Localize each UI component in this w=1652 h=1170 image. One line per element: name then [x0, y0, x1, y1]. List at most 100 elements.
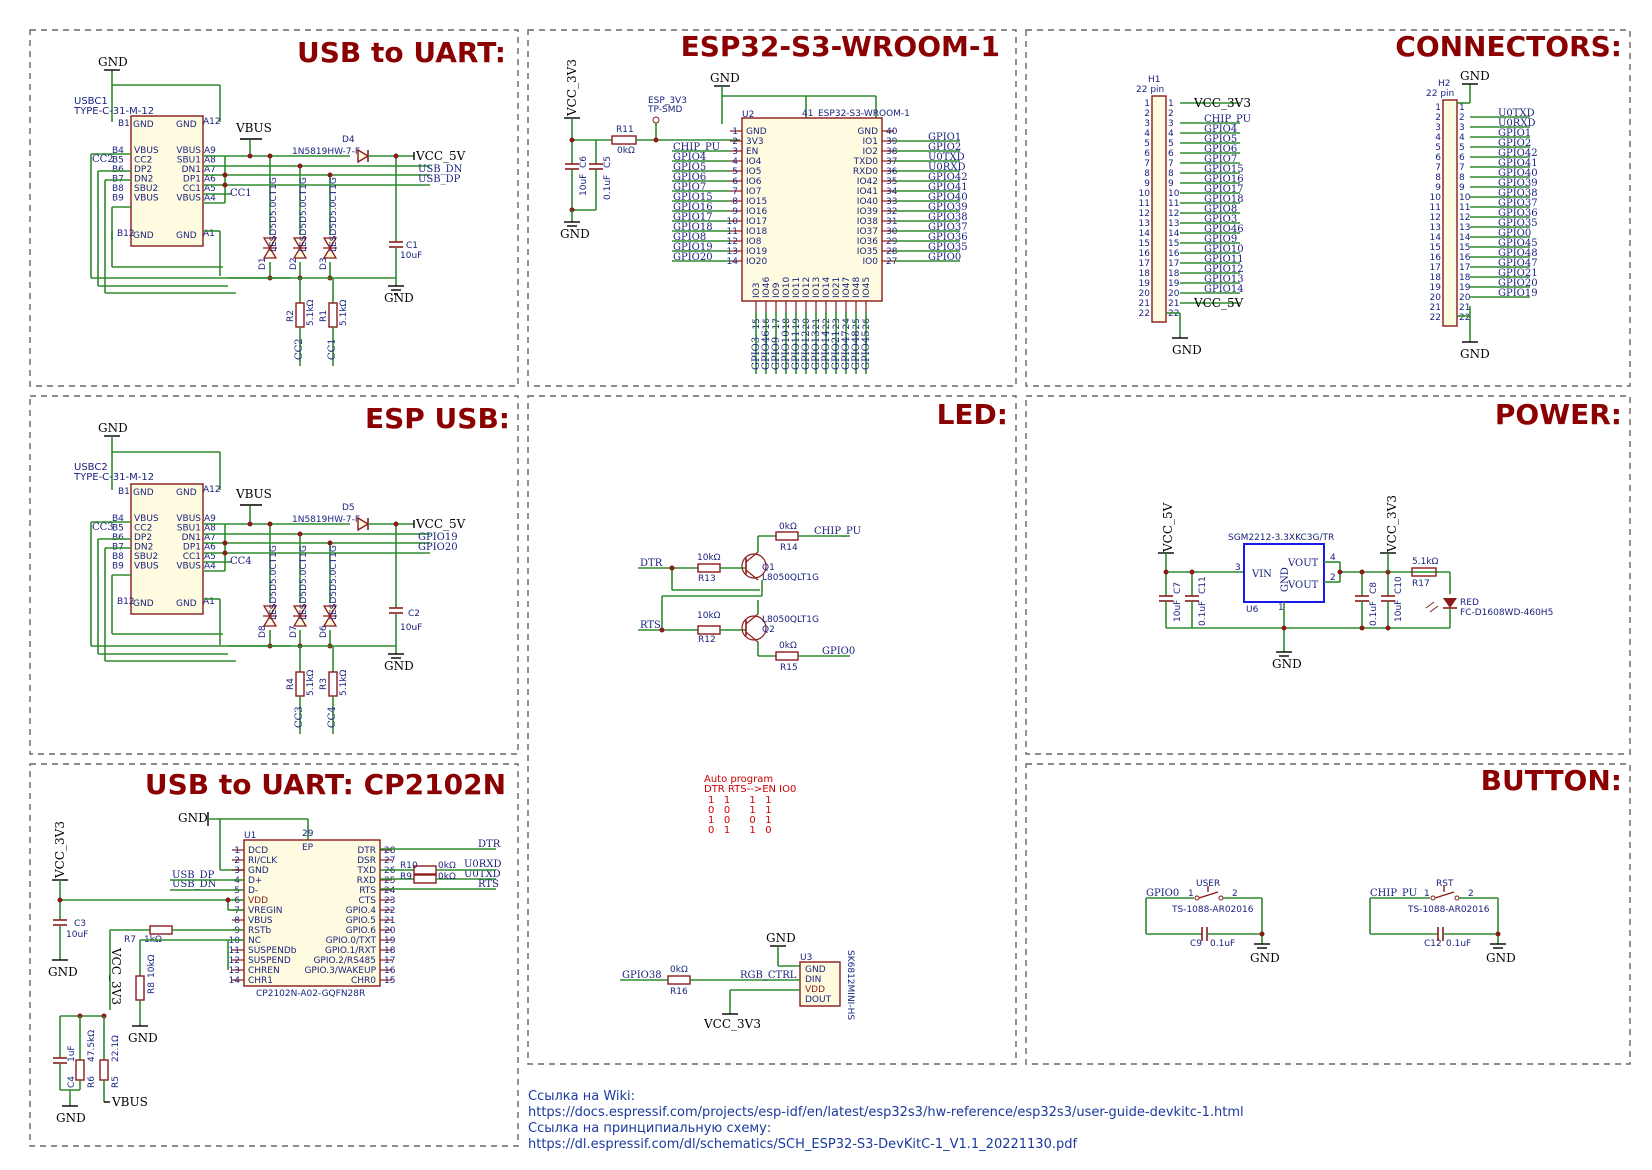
pin-label: VBUS: [176, 562, 201, 572]
svg-text:R15: R15: [780, 663, 798, 673]
svg-text:1: 1: [1424, 889, 1430, 899]
svg-text:R6: R6: [87, 1076, 97, 1088]
pin-label: 4: [234, 876, 240, 886]
pin-label: GPIO46: [761, 330, 772, 370]
pin-label: GPIO.3/WAKEUP: [304, 966, 376, 976]
svg-text:U3: U3: [800, 953, 812, 963]
pin-label: 19: [1139, 279, 1151, 289]
pin-label: 11: [1459, 203, 1470, 213]
pin-label: GPIO21: [1498, 268, 1538, 279]
pin-label: IO19: [746, 247, 767, 257]
pin-label: 10: [1430, 193, 1442, 203]
pin-label: GPIO41: [1498, 158, 1538, 169]
svg-text:D1: D1: [258, 257, 268, 270]
pin-label: GPIO12: [1204, 264, 1244, 275]
pin-label: 2: [234, 856, 240, 866]
gnd-label: GND: [98, 55, 128, 69]
svg-text:GND: GND: [133, 599, 154, 609]
pin-label: IO3: [752, 283, 762, 298]
pin-label: IO15: [746, 197, 767, 207]
svg-text:R14: R14: [780, 543, 798, 553]
pin-label: GPIO36: [1498, 208, 1538, 219]
pin-label: GPIO18: [1204, 194, 1244, 205]
pin-label: U0TXD: [1498, 108, 1535, 119]
svg-text:1uF: 1uF: [67, 1045, 77, 1062]
pin-label: VDD: [248, 896, 268, 906]
pin-label: 28: [886, 247, 898, 257]
esp32-bottom-pins: IO315GPIO3IO4616GPIO46IO917GPIO9IO1018GP…: [751, 277, 872, 374]
wiki-link[interactable]: https://docs.espressif.com/projects/esp-…: [528, 1105, 1244, 1120]
svg-text:ESP32-S3-WROOM-1: ESP32-S3-WROOM-1: [818, 109, 910, 119]
pin-label: 32: [886, 207, 897, 217]
pin-label: RSTb: [248, 926, 271, 936]
pin-label: 16: [384, 966, 396, 976]
pin-label: GPIO0: [928, 252, 961, 263]
svg-text:GND: GND: [178, 811, 208, 825]
svg-text:LESD5D5.0CT1G: LESD5D5.0CT1G: [269, 545, 279, 620]
pin-label: GPIO7: [673, 182, 706, 193]
pin-label: GPIO.4: [346, 906, 377, 916]
pin-label: GPIO46: [1204, 224, 1244, 235]
pin-label: 8: [234, 916, 240, 926]
pin-label: 26: [862, 318, 872, 330]
svg-text:5.1kΩ: 5.1kΩ: [1412, 557, 1439, 567]
pin-label: IO9: [772, 282, 782, 298]
svg-text:GND: GND: [133, 488, 154, 498]
pin-label: GPIO1: [928, 132, 961, 143]
svg-text:LESD5D5.0CT1G: LESD5D5.0CT1G: [329, 177, 339, 252]
title-usb-uart: USB to UART:: [297, 36, 506, 69]
svg-text:R10: R10: [400, 861, 418, 871]
pin-label: GPIO4: [673, 152, 706, 163]
svg-text:VBUS: VBUS: [111, 1095, 148, 1109]
pin-label: 13: [1430, 223, 1441, 233]
pin-label: 14: [1168, 229, 1180, 239]
svg-text:2: 2: [1232, 889, 1238, 899]
pin-label: 7: [1459, 163, 1465, 173]
svg-text:USB_DN: USB_DN: [418, 164, 463, 175]
pin-label: B4: [112, 146, 124, 156]
svg-text:10uF: 10uF: [1173, 600, 1183, 622]
pin-label: 23: [384, 896, 395, 906]
led-section: DTR 10kΩ R13 Q1 L8050QLT1G 0kΩ R14 CHIP_…: [620, 522, 861, 1031]
pin-label: 4: [1144, 129, 1150, 139]
pin-label: GPIO8: [673, 232, 706, 243]
wiki-label: Ссылка на Wiki:: [528, 1089, 635, 1104]
pin-label: VBUS: [176, 194, 201, 204]
svg-text:A12: A12: [203, 485, 221, 495]
svg-text:ESP_3V3: ESP_3V3: [648, 96, 687, 106]
pin-label: IO5: [746, 167, 761, 177]
pin-label: DP2: [134, 165, 152, 175]
svg-text:GND: GND: [1486, 951, 1516, 965]
pin-label: 16: [1459, 253, 1471, 263]
pin-label: IO16: [746, 207, 767, 217]
svg-text:RGB_CTRL: RGB_CTRL: [740, 970, 797, 981]
schematic-link[interactable]: https://dl.espressif.com/dl/schematics/S…: [528, 1137, 1077, 1152]
pin-label: 12: [1430, 213, 1441, 223]
pin-label: DP2: [134, 533, 152, 543]
svg-text:GND: GND: [1250, 951, 1280, 965]
svg-text:1 0 0 1: 1 0 0 1: [708, 815, 772, 826]
svg-text:R8: R8: [147, 982, 157, 994]
pin-label: SBU2: [134, 552, 158, 562]
pin-label: 2: [1168, 109, 1174, 119]
svg-text:0kΩ: 0kΩ: [438, 872, 456, 882]
pin-label: 12: [229, 956, 240, 966]
pin-label: GPIO48: [1498, 248, 1538, 259]
pin-label: IO10: [782, 277, 792, 298]
pin-label: 13: [1168, 219, 1179, 229]
svg-text:CC1: CC1: [230, 188, 252, 199]
pin-label: 13: [229, 966, 240, 976]
pin-label: A5: [204, 184, 216, 194]
svg-text:5.1kΩ: 5.1kΩ: [339, 299, 349, 326]
pin-label: GPIO35: [928, 242, 968, 253]
svg-text:TS-1088-AR02016: TS-1088-AR02016: [1171, 905, 1254, 915]
pin-label: 3: [1459, 123, 1465, 133]
pin-label: VBUS: [176, 514, 201, 524]
pin-label: GPIO6: [673, 172, 706, 183]
pin-label: 15: [384, 976, 395, 986]
pin-label: DTR: [357, 846, 376, 856]
svg-text:C2: C2: [408, 609, 420, 619]
svg-text:VBUS: VBUS: [235, 487, 272, 501]
